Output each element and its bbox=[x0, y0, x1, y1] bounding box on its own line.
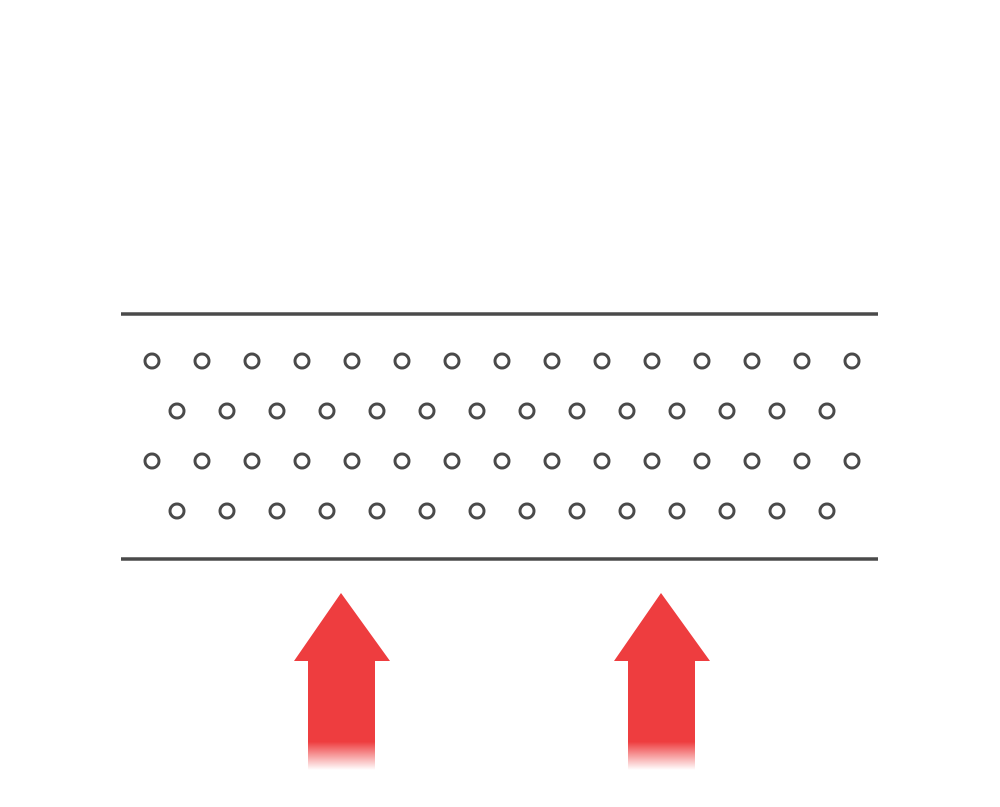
particle bbox=[318, 502, 336, 520]
particle bbox=[243, 452, 261, 470]
particle bbox=[343, 352, 361, 370]
particle bbox=[393, 352, 411, 370]
particle bbox=[268, 402, 286, 420]
particle bbox=[843, 452, 861, 470]
heat-arrow-left-icon bbox=[294, 593, 390, 770]
particle bbox=[418, 502, 436, 520]
particle bbox=[518, 502, 536, 520]
particle bbox=[143, 352, 161, 370]
particle bbox=[793, 452, 811, 470]
particle bbox=[493, 452, 511, 470]
particle bbox=[618, 402, 636, 420]
particle bbox=[768, 502, 786, 520]
particle bbox=[693, 452, 711, 470]
particle bbox=[468, 502, 486, 520]
particle bbox=[143, 452, 161, 470]
particle bbox=[618, 502, 636, 520]
particle bbox=[468, 402, 486, 420]
particle bbox=[593, 452, 611, 470]
particle bbox=[768, 402, 786, 420]
heat-arrows bbox=[294, 593, 710, 770]
particle bbox=[293, 352, 311, 370]
particle bbox=[818, 502, 836, 520]
particle bbox=[243, 352, 261, 370]
particle bbox=[693, 352, 711, 370]
particle bbox=[443, 452, 461, 470]
particle bbox=[668, 402, 686, 420]
particle-grid bbox=[143, 352, 861, 520]
particle bbox=[718, 502, 736, 520]
particle bbox=[718, 402, 736, 420]
particle bbox=[368, 402, 386, 420]
particle bbox=[793, 352, 811, 370]
particle bbox=[543, 352, 561, 370]
particle bbox=[493, 352, 511, 370]
particle bbox=[843, 352, 861, 370]
particle bbox=[193, 452, 211, 470]
particle bbox=[443, 352, 461, 370]
particle bbox=[318, 402, 336, 420]
particle bbox=[168, 402, 186, 420]
particle bbox=[268, 502, 286, 520]
particle bbox=[743, 452, 761, 470]
particle bbox=[643, 452, 661, 470]
particle bbox=[418, 402, 436, 420]
particle bbox=[568, 402, 586, 420]
particle bbox=[393, 452, 411, 470]
particle bbox=[218, 402, 236, 420]
particle bbox=[668, 502, 686, 520]
particle bbox=[818, 402, 836, 420]
particle bbox=[518, 402, 536, 420]
particle bbox=[643, 352, 661, 370]
particle bbox=[168, 502, 186, 520]
particle bbox=[293, 452, 311, 470]
particle bbox=[568, 502, 586, 520]
particle bbox=[743, 352, 761, 370]
heat-arrow-right-icon bbox=[614, 593, 710, 770]
particle bbox=[543, 452, 561, 470]
particle bbox=[593, 352, 611, 370]
particle bbox=[193, 352, 211, 370]
particle bbox=[368, 502, 386, 520]
particle bbox=[218, 502, 236, 520]
particle bbox=[343, 452, 361, 470]
